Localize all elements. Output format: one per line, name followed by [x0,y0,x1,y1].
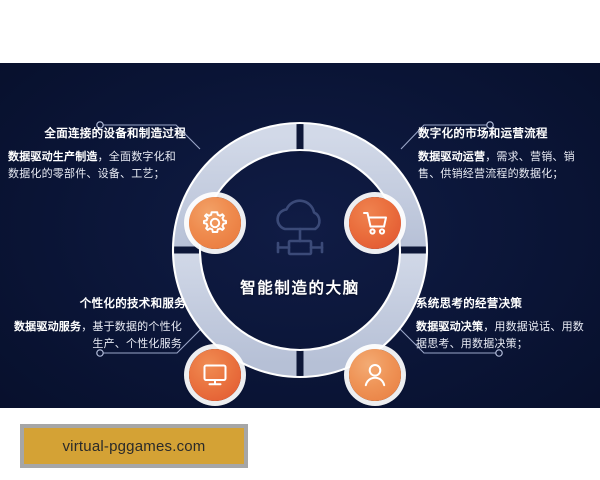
callout-equipment-manufacturing: 全面连接的设备和制造过程 数据驱动生产制造，全面数字化和数据化的零部件、设备、工… [8,125,188,183]
node-user[interactable] [349,349,401,401]
connector-dot-top-right [486,121,494,129]
callout-technology-service: 个性化的技术和服务 数据驱动服务，基于数据的个性化生产、个性化服务 [6,295,188,353]
callout-lead: 数据驱动运营 [418,151,486,163]
callout-title: 数字化的市场和运营流程 [418,128,548,140]
ring-segment-bottom-right [299,249,427,377]
connector-bottom-right [399,328,498,354]
gear-icon [203,211,227,233]
callout-management-decision: 系统思考的经营决策 数据驱动决策，用数据说话、用数据思考、用数据决策； [416,295,600,353]
callout-body: 数据驱动生产制造，全面数字化和数据化的零部件、设备、工艺； [8,149,180,183]
callout-text: ，用数据说话、用数据思考、用数据决策； [416,321,585,350]
watermark-badge: virtual-pggames.com [20,424,248,468]
ring-segment-bottom-left [173,249,301,377]
node-monitor[interactable] [189,349,241,401]
ring-segment-top-right [299,123,427,251]
callout-market-operations: 数字化的市场和运营流程 数据驱动运营，需求、营销、销售、供销经营流程的数据化； [418,125,598,183]
infographic-slide: 智能制造的大脑 [0,63,600,408]
callout-body: 数据驱动运营，需求、营销、销售、供销经营流程的数据化； [418,149,590,183]
node-cart[interactable] [349,197,401,249]
callout-lead: 数据驱动生产制造 [8,151,98,163]
callout-title: 全面连接的设备和制造过程 [44,128,186,140]
callout-lead: 数据驱动服务 [13,321,82,333]
node-gear[interactable] [189,197,241,249]
callout-lead: 数据驱动决策 [416,321,484,333]
connector-top-right [400,124,489,150]
watermark-text: virtual-pggames.com [62,437,206,455]
callout-title: 个性化的技术和服务 [79,298,186,310]
donut-ring [164,114,436,386]
callout-body: 数据驱动服务，基于数据的个性化生产、个性化服务 [6,319,182,353]
callout-body: 数据驱动决策，用数据说话、用数据思考、用数据决策； [416,319,588,353]
connector-dot-bottom-right [495,349,503,357]
user-icon [364,364,386,387]
connector-dot-top-left [96,121,104,129]
connector-dot-bottom-left [96,349,104,357]
connector-lines [96,121,503,357]
callout-text: ，基于数据的个性化生产、个性化服务 [81,321,182,350]
connector-top-left [101,124,201,150]
shopping-cart-icon [363,212,387,235]
connector-bottom-left [101,328,202,354]
monitor-icon [203,364,227,386]
callout-text: ，全面数字化和数据化的零部件、设备、工艺； [8,151,177,180]
callout-title: 系统思考的经营决策 [416,298,523,310]
callout-text: ，需求、营销、销售、供销经营流程的数据化； [418,151,575,180]
